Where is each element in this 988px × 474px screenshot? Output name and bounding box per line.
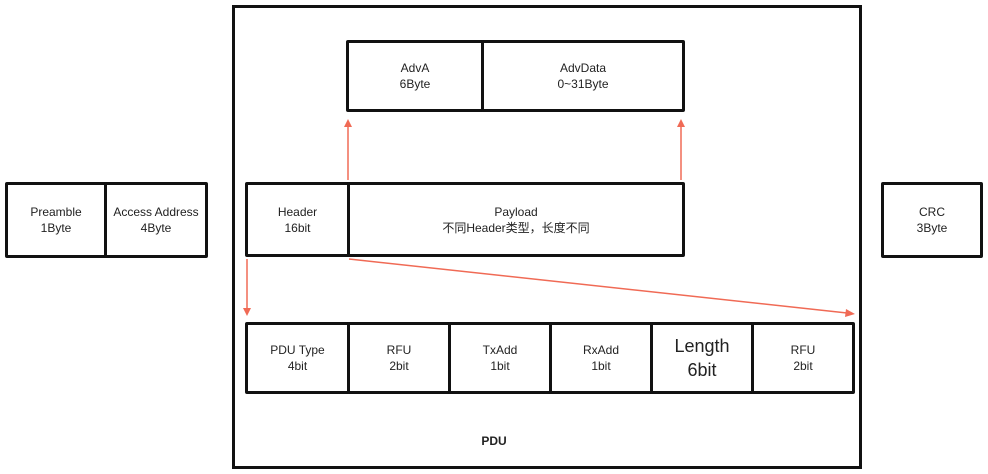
payload-name: Payload [494, 204, 538, 219]
header-field-size: 2bit [389, 359, 409, 373]
header-field-size: 1bit [591, 359, 611, 373]
preamble-box: Preamble 1Byte [5, 182, 107, 258]
crc-size: 3Byte [916, 221, 948, 235]
header-field-name: RFU [790, 343, 816, 357]
header-field-name: RFU [386, 343, 412, 357]
header-field-name: RxAdd [582, 343, 620, 357]
crc-box: CRC 3Byte [881, 182, 983, 258]
header-size: 16bit [284, 220, 311, 235]
adva-name: AdvA [400, 61, 430, 75]
header-field-rfu-2: RFU 2bit [751, 322, 855, 394]
header-field-rfu-1: RFU 2bit [347, 322, 451, 394]
access-address-name: Access Address [113, 205, 199, 219]
header-field-size: 4bit [287, 359, 308, 373]
advdata-name: AdvData [559, 61, 607, 75]
arrowhead-icon [243, 308, 251, 316]
adva-size: 6Byte [399, 77, 431, 91]
arrow-header-to-rfu [348, 258, 848, 314]
crc-name: CRC [919, 205, 945, 219]
payload-box: Payload 不同Header类型，长度不同 [347, 182, 685, 257]
arrowhead-icon [677, 119, 685, 127]
header-field-size: 6bit [687, 360, 717, 380]
header-field-txadd: TxAdd 1bit [448, 322, 552, 394]
access-address-box: Access Address 4Byte [104, 182, 208, 258]
header-name: Header [277, 204, 318, 219]
header-field-name: PDU Type [270, 343, 325, 357]
arrowhead-icon [845, 309, 855, 317]
header-field-name: TxAdd [482, 343, 518, 357]
header-field-size: 2bit [793, 359, 813, 373]
advdata-size: 0~31Byte [557, 77, 609, 91]
arrowhead-icon [344, 119, 352, 127]
preamble-size: 1Byte [40, 221, 72, 235]
access-address-size: 4Byte [140, 221, 172, 235]
pdu-frame [232, 5, 862, 469]
header-field-name: Length [674, 336, 730, 356]
header-box: Header 16bit [245, 182, 350, 257]
advdata-box: AdvData 0~31Byte [481, 40, 685, 112]
pdu-label: PDU [481, 434, 507, 448]
header-field-size: 1bit [490, 359, 510, 373]
header-field-length: Length 6bit [650, 322, 754, 394]
header-field-rxadd: RxAdd 1bit [549, 322, 653, 394]
preamble-name: Preamble [30, 205, 82, 219]
payload-note: 不同Header类型，长度不同 [442, 220, 590, 235]
